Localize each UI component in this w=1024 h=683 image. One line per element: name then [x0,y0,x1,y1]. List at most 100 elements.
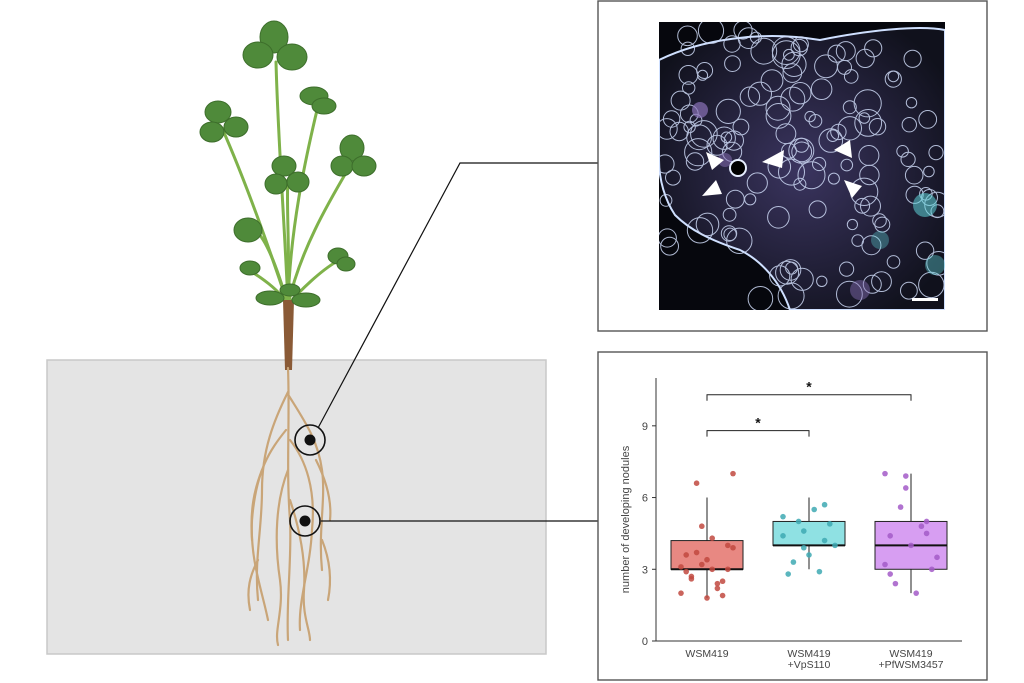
callout-upper-root-site [294,424,326,456]
data-point [719,592,726,599]
cell [765,95,791,121]
cell [670,90,691,111]
data-point [704,556,710,563]
data-point [929,566,935,573]
cell [905,97,918,109]
connector-line-to-micrograph [317,162,598,429]
data-point [678,564,684,570]
cell [918,110,938,129]
cell [724,55,741,72]
cell [854,197,871,214]
data-point [795,518,802,525]
data-point [801,544,807,551]
cell [686,217,714,244]
cell [775,123,797,145]
y-tick-label: 6 [642,493,648,505]
cell [862,274,882,294]
arrowhead-4 [834,140,852,158]
cell [928,145,944,161]
cell [783,48,795,61]
data-point [688,576,695,582]
cell [789,82,812,105]
cell [659,118,678,140]
cell [886,255,901,269]
cell [840,158,854,172]
root-tissue-section [659,27,945,310]
data-point [897,504,904,510]
fluorescence-spots [692,102,945,300]
data-point [790,559,797,565]
data-point [806,552,812,558]
cell [780,86,806,112]
cell [836,280,863,308]
soil-block [46,359,547,655]
cell [733,22,753,40]
cell [797,161,826,190]
arrowhead-5 [844,180,862,198]
x-tick-label: +VpS110 [788,659,831,671]
cell [827,172,840,185]
data-point [918,523,925,530]
stem-base [283,300,294,370]
data-point [780,513,786,520]
significance-label: * [755,415,761,431]
cell [864,39,883,58]
cell [725,189,745,209]
cell [926,251,945,276]
data-point [811,506,817,513]
significance-bracket [706,430,810,437]
data-point [714,585,721,592]
cell [775,260,800,285]
cell [816,275,828,287]
data-point [704,595,710,601]
cell [769,265,791,287]
cell [782,63,803,83]
arrowhead-2 [702,180,722,196]
data-point [693,549,700,556]
cell [781,51,807,78]
cell [791,141,813,163]
clover-leaves [199,20,377,308]
cell [720,131,733,144]
data-point [821,537,828,544]
cell [874,216,891,233]
cell [695,212,720,237]
cell [665,169,681,186]
y-tick-label: 3 [642,564,648,576]
y-tick-label: 0 [642,636,648,648]
cell [884,70,902,88]
data-point [714,580,721,587]
cell [853,89,882,118]
cell [682,81,696,95]
cell [896,145,909,158]
cell [777,282,805,310]
cell [739,86,761,107]
data-point [693,480,700,487]
cell [854,109,883,137]
cell [747,286,774,310]
data-point [821,501,828,508]
cell [901,117,917,133]
data-point [709,535,715,541]
cell [677,25,698,47]
arrowhead-3 [762,150,784,168]
callout-lower-root-site [289,505,321,537]
cell [690,120,718,148]
cell [765,103,792,129]
cell [750,37,778,65]
cell [747,81,773,106]
x-tick-label: WSM419 [685,648,728,660]
cell [810,78,833,100]
cell [826,129,840,142]
cell [793,177,807,191]
cell [767,206,790,229]
data-point [827,521,833,527]
data-point [709,566,715,573]
cell [660,236,679,256]
cell [732,118,750,136]
data-point [725,542,731,549]
data-point [683,568,689,575]
cell [746,172,768,194]
arrowheads [702,140,862,198]
